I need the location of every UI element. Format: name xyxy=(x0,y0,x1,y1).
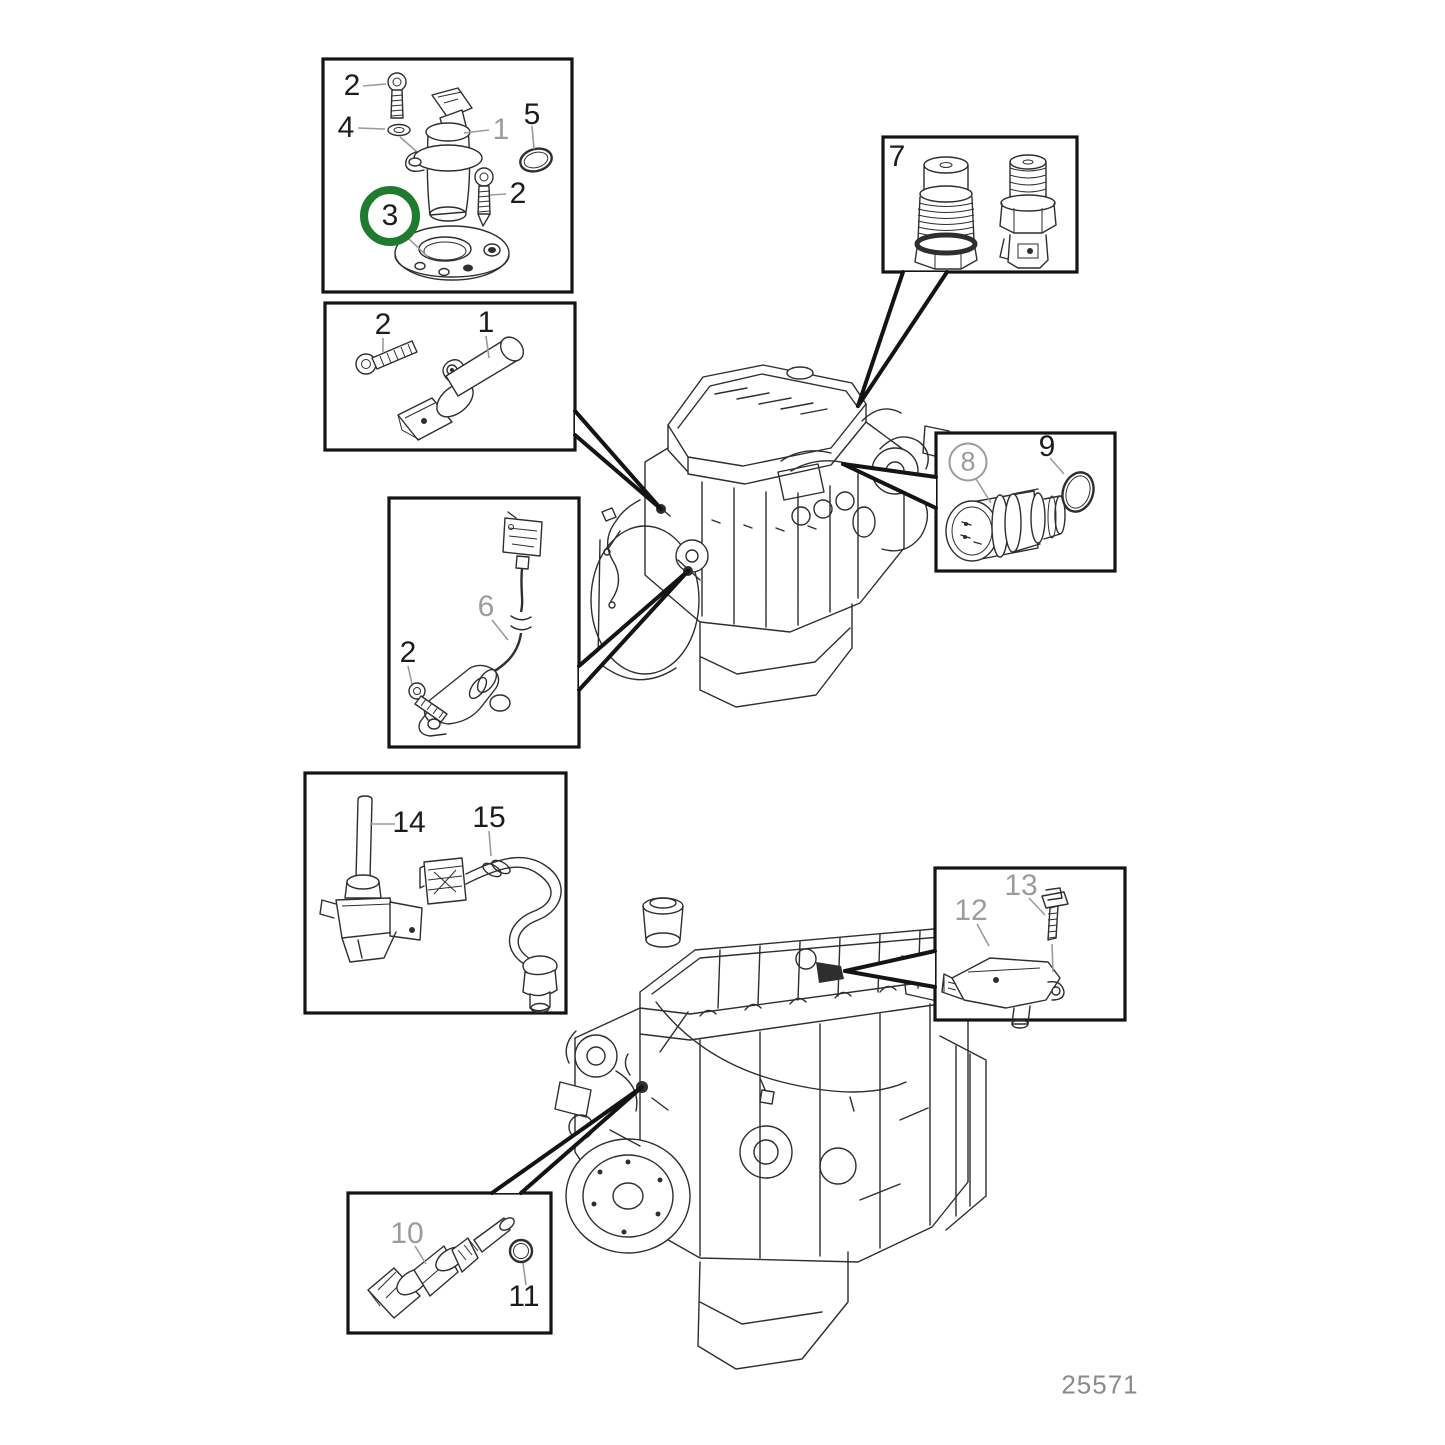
sketch-oil-pressure-sensor xyxy=(945,471,1095,562)
part-label-3-text: 3 xyxy=(381,199,399,232)
part-label-2a: 2 xyxy=(343,69,361,102)
part-label-3-highlighted: 3 xyxy=(360,186,420,246)
figure-number: 25571 xyxy=(1061,1369,1139,1400)
part-label-7: 7 xyxy=(888,140,906,173)
sketch-camshaft-sensor-kit xyxy=(387,72,553,281)
part-label-11: 11 xyxy=(508,1280,540,1313)
part-label-10: 10 xyxy=(390,1217,424,1250)
part-label-1a: 1 xyxy=(492,113,510,146)
part-label-2b: 2 xyxy=(509,177,527,210)
part-label-1b: 1 xyxy=(477,306,495,339)
sketch-boost-pressure-sensor xyxy=(941,887,1069,1029)
sketch-crankshaft-sensor-cable xyxy=(408,511,543,737)
part-label-2c: 2 xyxy=(374,308,392,341)
part-label-6: 6 xyxy=(477,590,495,623)
sketch-temperature-sensor xyxy=(367,1217,534,1319)
sketch-position-sensor xyxy=(355,336,525,441)
part-label-2d: 2 xyxy=(399,636,417,669)
part-label-14: 14 xyxy=(392,806,426,839)
sketch-oil-level-sensor-set xyxy=(319,795,562,1014)
part-label-13: 13 xyxy=(1004,869,1038,902)
part-label-8-text: 8 xyxy=(960,446,976,477)
engine-illustration-top xyxy=(590,364,950,708)
leader-lines xyxy=(490,270,949,1195)
part-label-8-circled: 8 xyxy=(948,442,988,482)
engine-illustration-bottom xyxy=(554,897,987,1370)
sketch-threaded-plug-sensors xyxy=(914,154,1057,270)
part-label-15: 15 xyxy=(472,801,506,834)
part-label-12: 12 xyxy=(954,894,988,927)
part-label-5: 5 xyxy=(523,98,541,131)
label-leader-lines xyxy=(357,83,1065,1286)
part-label-9: 9 xyxy=(1038,430,1056,463)
part-label-4: 4 xyxy=(337,111,355,144)
